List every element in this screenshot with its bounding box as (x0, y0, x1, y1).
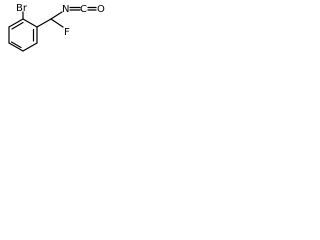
bromine-label: Br (16, 3, 28, 14)
chiral-carbon-to-fluorine-bond (50, 18, 64, 28)
ring-bond-4 (8, 42, 24, 52)
ring-bond-6 (8, 18, 24, 28)
ring-bond-1 (22, 18, 38, 28)
ring-inner-double-bond-1 (11, 21, 24, 30)
isocyanate-carbon-label: C (80, 4, 87, 15)
nitrogen-label: N (62, 4, 69, 15)
fluorine-label: F (64, 27, 70, 38)
chemical-structure-diagram: Br N C O F (8, 3, 105, 52)
chiral-carbon-to-nitrogen-bond (50, 11, 63, 20)
ring-to-chiral-carbon-bond (36, 18, 52, 28)
ring-bond-3 (22, 42, 38, 52)
oxygen-label: O (97, 4, 105, 15)
benzene-ring (8, 18, 38, 52)
ring-inner-double-bond-3 (10, 41, 22, 49)
